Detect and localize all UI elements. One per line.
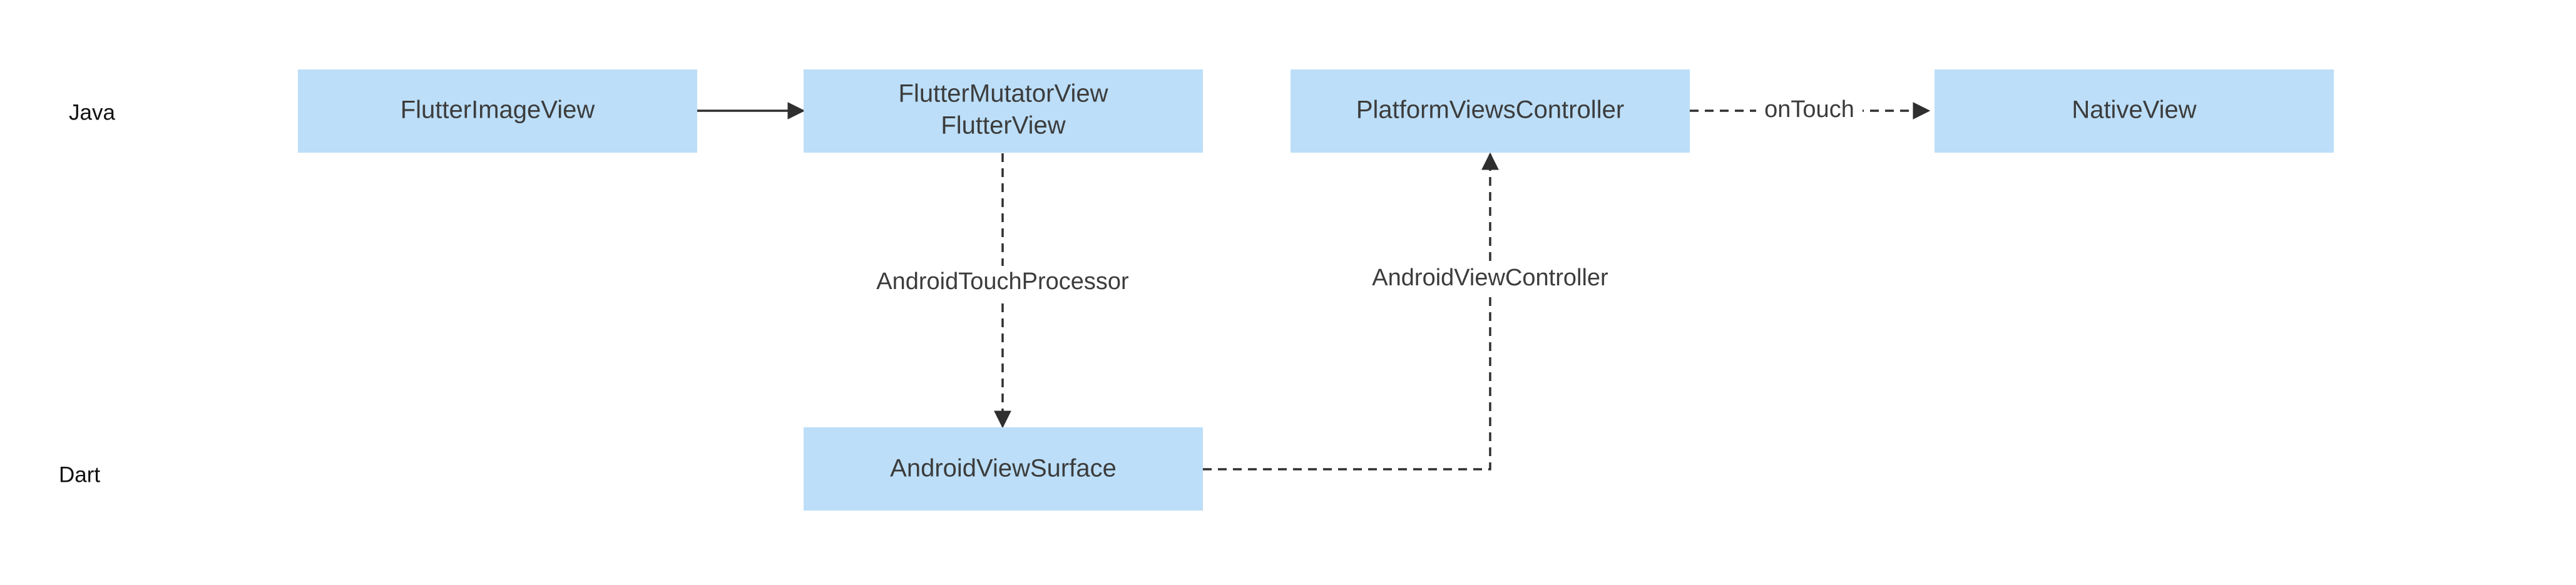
node-android-view-surface: AndroidViewSurface [804,427,1203,511]
lane-label-dart: Dart [59,462,100,487]
edge-label-android-view-controller: AndroidViewController [1372,265,1608,291]
node-flutter-mutator-view: FlutterMutatorView FlutterView [804,69,1203,153]
edge-label-on-touch: onTouch [1764,96,1854,123]
edge-on-touch: onTouch [1690,95,1931,126]
node-native-view: NativeView [1935,69,2334,153]
edge-android-view-controller: AndroidViewController [1203,152,1628,471]
node-label-platform-views-controller: PlatformViewsController [1356,96,1624,124]
node-label-flutter-mutator-view: FlutterMutatorView [899,80,1108,108]
edge-android-touch-processor: AndroidTouchProcessor [862,153,1144,429]
node-label-native-view: NativeView [2072,96,2196,124]
node-flutter-image-view: FlutterImageView [298,69,697,153]
lane-label-java: Java [69,100,115,125]
node-platform-views-controller: PlatformViewsController [1291,69,1690,153]
node-label-flutter-view: FlutterView [941,112,1065,140]
node-label-flutter-image-view: FlutterImageView [401,96,595,124]
edge-label-android-touch-processor: AndroidTouchProcessor [876,268,1129,295]
node-label-android-view-surface: AndroidViewSurface [890,455,1117,482]
